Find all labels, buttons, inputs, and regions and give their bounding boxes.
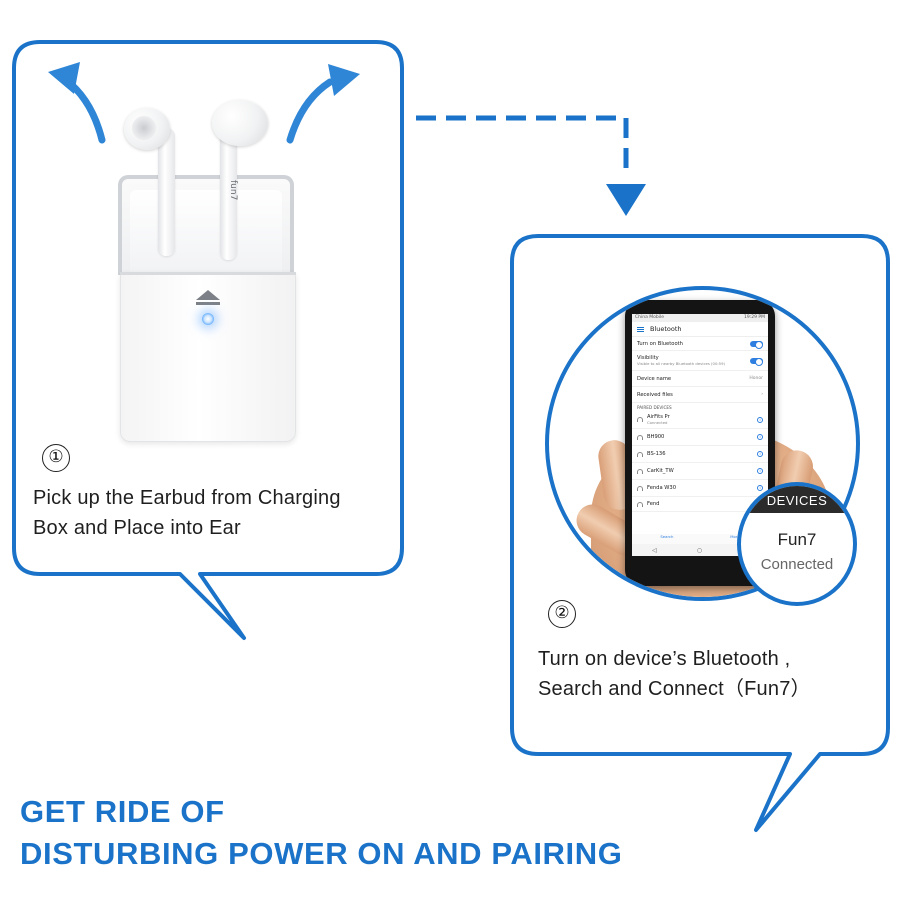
lift-arrow-right-icon bbox=[286, 78, 334, 144]
phone-status-bar: China Mobile 19:29 PM bbox=[632, 314, 768, 322]
device-name-wrap: AirFits Pr Connected bbox=[647, 414, 670, 425]
setting-label: Received files bbox=[637, 391, 673, 398]
device-name: AirFits Pr bbox=[647, 414, 670, 420]
info-icon[interactable]: i bbox=[757, 416, 763, 423]
case-led-indicator bbox=[202, 313, 214, 325]
dashed-connector bbox=[416, 115, 629, 172]
step-2-text: Turn on device’s Bluetooth , Search and … bbox=[538, 644, 811, 704]
step-1-text: Pick up the Earbud from Charging Box and… bbox=[33, 483, 341, 543]
paired-devices-header: PAIRED DEVICES bbox=[637, 405, 672, 410]
info-icon[interactable]: i bbox=[757, 451, 763, 457]
case-eject-icon bbox=[196, 290, 220, 300]
headphones-icon bbox=[637, 468, 643, 474]
connector-arrowhead-icon bbox=[606, 184, 646, 216]
list-item[interactable]: AirFits Pr Connected i bbox=[632, 411, 768, 429]
device-left: AirFits Pr Connected bbox=[637, 414, 670, 425]
bluetooth-app-bar: Bluetooth bbox=[632, 322, 768, 337]
device-name: BH900 bbox=[647, 434, 665, 440]
headphones-icon bbox=[637, 451, 643, 457]
home-icon[interactable]: ○ bbox=[696, 546, 703, 554]
paired-device-list: AirFits Pr Connected i BH900 i bbox=[632, 411, 768, 512]
connected-zoom-circle: DEVICES Fun7 Connected bbox=[737, 482, 857, 606]
case-seam bbox=[120, 272, 296, 275]
bluetooth-toggle[interactable] bbox=[750, 340, 763, 349]
case-inner bbox=[130, 190, 282, 275]
list-item[interactable]: CarKit_TW i bbox=[632, 463, 768, 480]
earbud-left-stem bbox=[158, 128, 175, 256]
setting-label: Turn on Bluetooth bbox=[637, 340, 683, 347]
setting-label: Device name bbox=[637, 375, 672, 382]
step-2-line-1: Turn on device’s Bluetooth , bbox=[538, 648, 791, 670]
bluetooth-title: Bluetooth bbox=[650, 325, 682, 333]
chevron-right-icon: › bbox=[761, 392, 763, 397]
lift-arrowhead-right-icon bbox=[328, 64, 360, 96]
case-body bbox=[120, 272, 296, 442]
setting-sublabel: Visible to all nearby Bluetooth devices … bbox=[637, 361, 725, 366]
tab-search[interactable]: Search bbox=[660, 534, 674, 539]
headphones-icon bbox=[637, 501, 643, 507]
device-name: BS-136 bbox=[647, 451, 666, 457]
setting-label-wrap: Visibility Visible to all nearby Bluetoo… bbox=[637, 355, 725, 366]
phone-screen: China Mobile 19:29 PM Bluetooth Turn on … bbox=[632, 314, 768, 556]
earbud-right-stem bbox=[220, 128, 237, 260]
device-left: Fenda W30 bbox=[637, 485, 676, 491]
headphones-icon bbox=[637, 434, 643, 440]
device-left: Fend bbox=[637, 501, 659, 507]
info-icon[interactable]: i bbox=[757, 468, 763, 474]
list-item[interactable]: BS-136 i bbox=[632, 446, 768, 463]
bottom-tabs: Search More bbox=[632, 534, 768, 544]
step-1-number: ① bbox=[42, 444, 70, 472]
earbud-left-tip bbox=[132, 116, 156, 140]
connected-device-name: Fun7 bbox=[777, 530, 817, 549]
device-name-value: Honor bbox=[749, 376, 763, 381]
received-files-row[interactable]: Received files › bbox=[632, 387, 768, 403]
step-1-line-1: Pick up the Earbud from Charging bbox=[33, 487, 341, 509]
carrier-label: China Mobile bbox=[635, 315, 665, 320]
step-2-number: ② bbox=[548, 600, 576, 628]
earbud-right-head bbox=[212, 100, 268, 146]
setting-label: Visibility bbox=[637, 355, 659, 361]
device-status: Connected bbox=[647, 420, 668, 425]
speech-bubble-1 bbox=[12, 40, 404, 640]
list-item[interactable]: BH900 i bbox=[632, 429, 768, 446]
earbud-logo: fun7 bbox=[228, 180, 238, 201]
bluetooth-setting-row[interactable]: Turn on Bluetooth bbox=[632, 337, 768, 351]
earbud-case-illustration: fun7 bbox=[100, 90, 310, 445]
info-icon[interactable]: i bbox=[757, 434, 763, 440]
headline-line-1: GET RIDE OF bbox=[20, 794, 225, 829]
back-icon[interactable]: ◁ bbox=[652, 546, 657, 554]
list-item[interactable]: Fend bbox=[632, 497, 768, 512]
connected-status: Connected bbox=[760, 556, 834, 573]
lift-arrowhead-left-icon bbox=[48, 62, 80, 94]
step-1-line-2: Box and Place into Ear bbox=[33, 517, 241, 539]
device-name: CarKit_TW bbox=[647, 468, 674, 474]
devices-header: DEVICES bbox=[741, 486, 853, 513]
menu-icon[interactable] bbox=[637, 326, 644, 332]
device-name-row[interactable]: Device name Honor bbox=[632, 371, 768, 387]
headline-line-2: DISTURBING POWER ON AND PAIRING bbox=[20, 836, 623, 871]
headphones-icon bbox=[637, 485, 643, 491]
step-2-line-2: Search and Connect（Fun7） bbox=[538, 678, 811, 700]
headphones-icon bbox=[637, 417, 643, 422]
device-name: Fenda W30 bbox=[647, 485, 677, 491]
visibility-setting-row[interactable]: Visibility Visible to all nearby Bluetoo… bbox=[632, 351, 768, 371]
device-left: CarKit_TW bbox=[637, 468, 674, 474]
tab-more[interactable]: More bbox=[730, 534, 740, 539]
device-name: Fend bbox=[647, 501, 660, 507]
speech-bubble-2 bbox=[510, 234, 890, 832]
device-left: BH900 bbox=[637, 434, 664, 440]
device-left: BS-136 bbox=[637, 451, 666, 457]
case-eject-bar bbox=[196, 302, 220, 305]
clock-label: 19:29 PM bbox=[744, 315, 765, 320]
visibility-toggle[interactable] bbox=[750, 357, 763, 366]
